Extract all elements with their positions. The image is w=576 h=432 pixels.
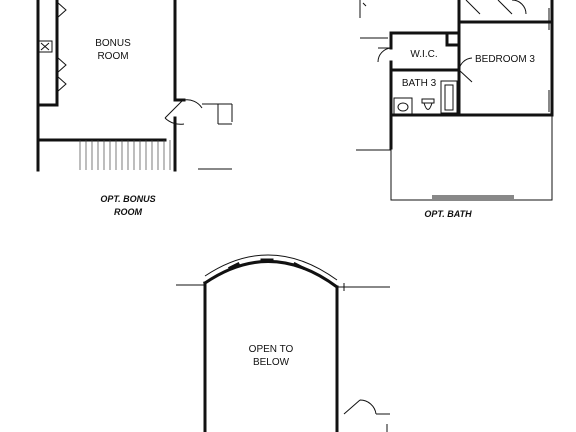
bath-door [458, 57, 473, 83]
bonus-room-label-line2: ROOM [97, 51, 128, 62]
wic-label: W.I.C. [410, 49, 437, 60]
wic-door [377, 47, 392, 63]
bonus-room-south-wall [36, 103, 167, 142]
arch-window-segments [227, 258, 306, 271]
open-to-below-label-line1: OPEN TO [249, 344, 294, 355]
east-ledge [337, 283, 390, 291]
opt-bath-caption: OPT. BATH [424, 209, 472, 219]
bedroom-3-label: BEDROOM 3 [475, 54, 535, 65]
bath-corner-box [445, 31, 461, 47]
toilet [421, 98, 435, 110]
chase-box [37, 40, 53, 53]
hall-door-lines [359, 0, 388, 39]
bath-tub [440, 80, 458, 114]
bedroom-door [465, 0, 527, 15]
sink [397, 102, 409, 112]
closet-bifold-door [56, 1, 67, 93]
hall-stub-lines [356, 115, 392, 151]
opt-bonus-room-caption-line1: OPT. BONUS [100, 194, 155, 204]
hall-door-swing [183, 99, 203, 109]
hall-wall-lines [202, 103, 233, 125]
opt-bonus-room-caption-line2: ROOM [114, 207, 143, 217]
open-to-below-arched-wall [202, 259, 340, 290]
opt-bath-plan: W.I.C. BATH 3 BEDROOM 3 OPT. BATH [356, 0, 554, 219]
lower-room-outline [390, 115, 553, 201]
open-to-below-arch-outer [204, 254, 338, 281]
bath-3-label: BATH 3 [402, 78, 437, 89]
open-to-below-label-line2: BELOW [253, 357, 290, 368]
bonus-room-label-line1: BONUS [95, 38, 131, 49]
stair-treads [79, 140, 171, 170]
lower-room-window [432, 195, 514, 199]
bonus-room-door [164, 99, 185, 125]
open-to-below-plan: OPEN TO BELOW [176, 254, 390, 432]
door-swing [343, 399, 390, 432]
vanity [393, 97, 413, 115]
stair-wall [36, 116, 177, 172]
opt-bonus-room-plan: BONUS ROOM OPT. BONUS ROOM [36, 0, 233, 217]
